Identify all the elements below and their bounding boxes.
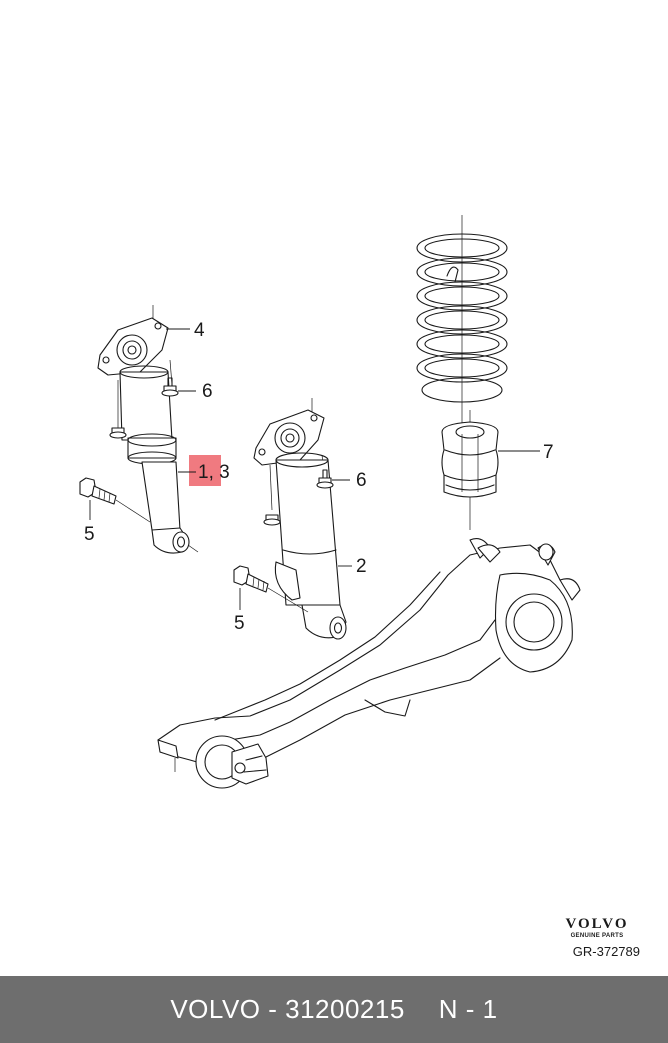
callout-6-left: 6 <box>202 381 213 402</box>
shock-absorber-right <box>253 398 347 640</box>
bolt-5-right <box>233 565 309 613</box>
callout-7: 7 <box>543 442 554 463</box>
callout-5-left: 5 <box>84 524 95 545</box>
bolt-small-left <box>109 427 127 439</box>
footer-bar: VOLVO - 31200215 N - 1 <box>0 976 668 1043</box>
brand-name: VOLVO <box>565 916 629 932</box>
bolt-6-right <box>316 469 334 489</box>
shock-absorber-left <box>97 305 199 554</box>
quantity: N - 1 <box>438 994 498 1024</box>
rear-axle-beam <box>157 538 581 789</box>
leader-lines <box>89 328 540 610</box>
exploded-parts-diagram: 4 6 1, 3 5 6 2 5 7 <box>79 215 581 789</box>
bolt-6-left <box>161 377 179 397</box>
bump-stop <box>441 410 499 530</box>
part-number: VOLVO - 31200215 <box>170 994 405 1024</box>
callout-4: 4 <box>194 320 205 341</box>
part-highlight <box>189 455 221 486</box>
coil-spring <box>416 215 508 430</box>
bolt-small-right <box>263 514 281 526</box>
brand-tagline: GENUINE PARTS <box>570 933 624 939</box>
callout-1-3: 1, 3 <box>198 462 230 483</box>
callout-5-right: 5 <box>234 613 245 634</box>
volvo-logo: VOLVO GENUINE PARTS <box>552 916 642 940</box>
reference-code: GR-372789 <box>572 944 640 959</box>
bolt-5-left <box>79 477 151 523</box>
callout-2: 2 <box>356 556 367 577</box>
callout-6-right: 6 <box>356 470 367 491</box>
